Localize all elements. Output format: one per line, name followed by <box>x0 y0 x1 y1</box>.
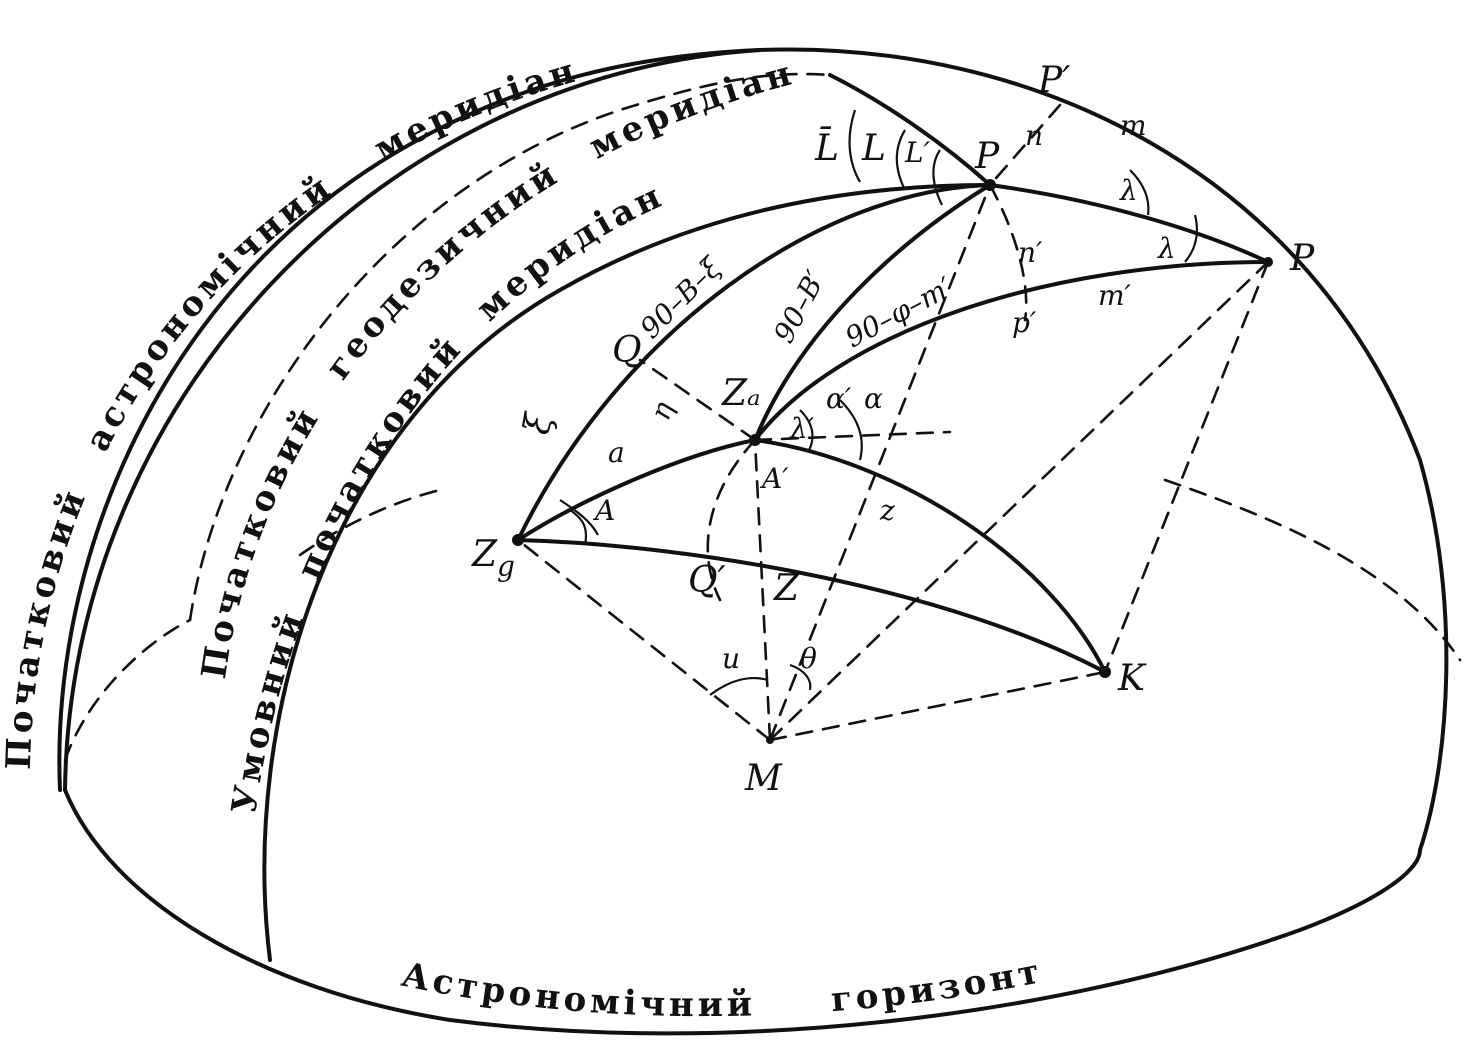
arc-P-Za <box>753 183 992 442</box>
angle-u <box>709 677 769 696</box>
point-K <box>1099 666 1111 678</box>
line-Za-horizontal <box>753 430 952 442</box>
angle-L <box>895 129 906 191</box>
label-theta: θ <box>800 642 817 675</box>
arc-P-Pright <box>988 183 1270 264</box>
horizon-back-right <box>1163 478 1462 662</box>
label-m-prime: m′ <box>1098 279 1132 312</box>
arc-P-Zg <box>516 183 992 542</box>
point-P <box>984 179 996 191</box>
angle-lambda-2 <box>1184 214 1199 263</box>
angle-lambda-small <box>799 409 814 453</box>
angle-lambda-1 <box>1129 169 1150 216</box>
line-M-K <box>768 670 1107 742</box>
label-p-prime: p′ <box>1012 306 1037 339</box>
angle-A <box>569 509 588 546</box>
arc-Za-K <box>753 438 1107 674</box>
label-lambda-small: λ′ <box>789 412 815 445</box>
label-u: u <box>722 642 740 675</box>
label-arc-90-B-prime: 90–B′ <box>767 265 832 349</box>
sphere-outline <box>63 47 1449 852</box>
angle-theta <box>789 663 812 691</box>
label-K: K <box>1117 658 1147 699</box>
label-eta: η <box>644 397 681 424</box>
angle-L-prime <box>932 149 943 206</box>
geodetic-meridian <box>188 72 832 622</box>
label-P-prime-top: P′ <box>1037 60 1070 101</box>
line-p-prime-top <box>988 103 1062 187</box>
label-alpha-prime: α′ <box>826 382 852 415</box>
arc-Zg-Za <box>516 438 757 542</box>
label-lambda-1: λ <box>1119 174 1138 207</box>
line-M-Pright <box>768 260 1270 742</box>
point-M <box>766 736 774 744</box>
label-L: L <box>861 128 886 169</box>
horizon-ellipse-back <box>63 618 192 762</box>
label-a: a <box>608 436 625 469</box>
label-L-bar: L̄ <box>814 126 839 169</box>
line-Pright-K <box>1103 260 1270 674</box>
angle-a <box>559 499 599 536</box>
line-n-prime <box>988 183 1028 322</box>
line-Q-prime-arc <box>706 438 757 602</box>
label-M: M <box>744 758 783 799</box>
line-M-Za <box>753 438 772 742</box>
conditional-meridian <box>262 183 992 962</box>
label-A-prime: A′ <box>759 462 789 495</box>
arc-topmeridian-P <box>828 73 992 187</box>
line-Za-eta <box>638 358 757 442</box>
label-lambda-2: λ <box>1157 232 1176 265</box>
label-Za: Zₐ <box>721 373 761 414</box>
label-z: z <box>879 494 895 527</box>
line-M-P <box>768 183 992 742</box>
label-P-right: P <box>1289 238 1315 279</box>
point-P-right <box>1263 257 1273 267</box>
label-Z-small: Z <box>773 568 800 609</box>
label-A: A <box>592 494 615 527</box>
point-Zg <box>512 534 524 546</box>
label-Zg: Zg <box>471 534 515 583</box>
arc-Zg-K <box>516 538 1107 674</box>
label-n-prime: n′ <box>1018 236 1043 269</box>
label-m: m <box>1120 109 1147 142</box>
label-alpha: α <box>864 382 883 415</box>
label-P: P <box>974 136 1000 177</box>
astronomical-meridian <box>57 48 762 792</box>
horizon-ellipse-front <box>63 788 1422 1036</box>
label-Q-prime: Q′ <box>688 560 726 601</box>
angle-L-bar <box>848 109 861 183</box>
label-eps: ξ <box>516 409 560 438</box>
label-Q: Q <box>612 330 642 371</box>
label-n: n <box>1025 119 1043 152</box>
horizon-back-left <box>298 488 442 557</box>
point-Za <box>749 434 761 446</box>
line-M-Zg <box>516 538 772 742</box>
label-L-prime: L′ <box>904 136 931 169</box>
angle-alpha <box>839 399 863 461</box>
arc-Za-Pright <box>753 260 1270 442</box>
